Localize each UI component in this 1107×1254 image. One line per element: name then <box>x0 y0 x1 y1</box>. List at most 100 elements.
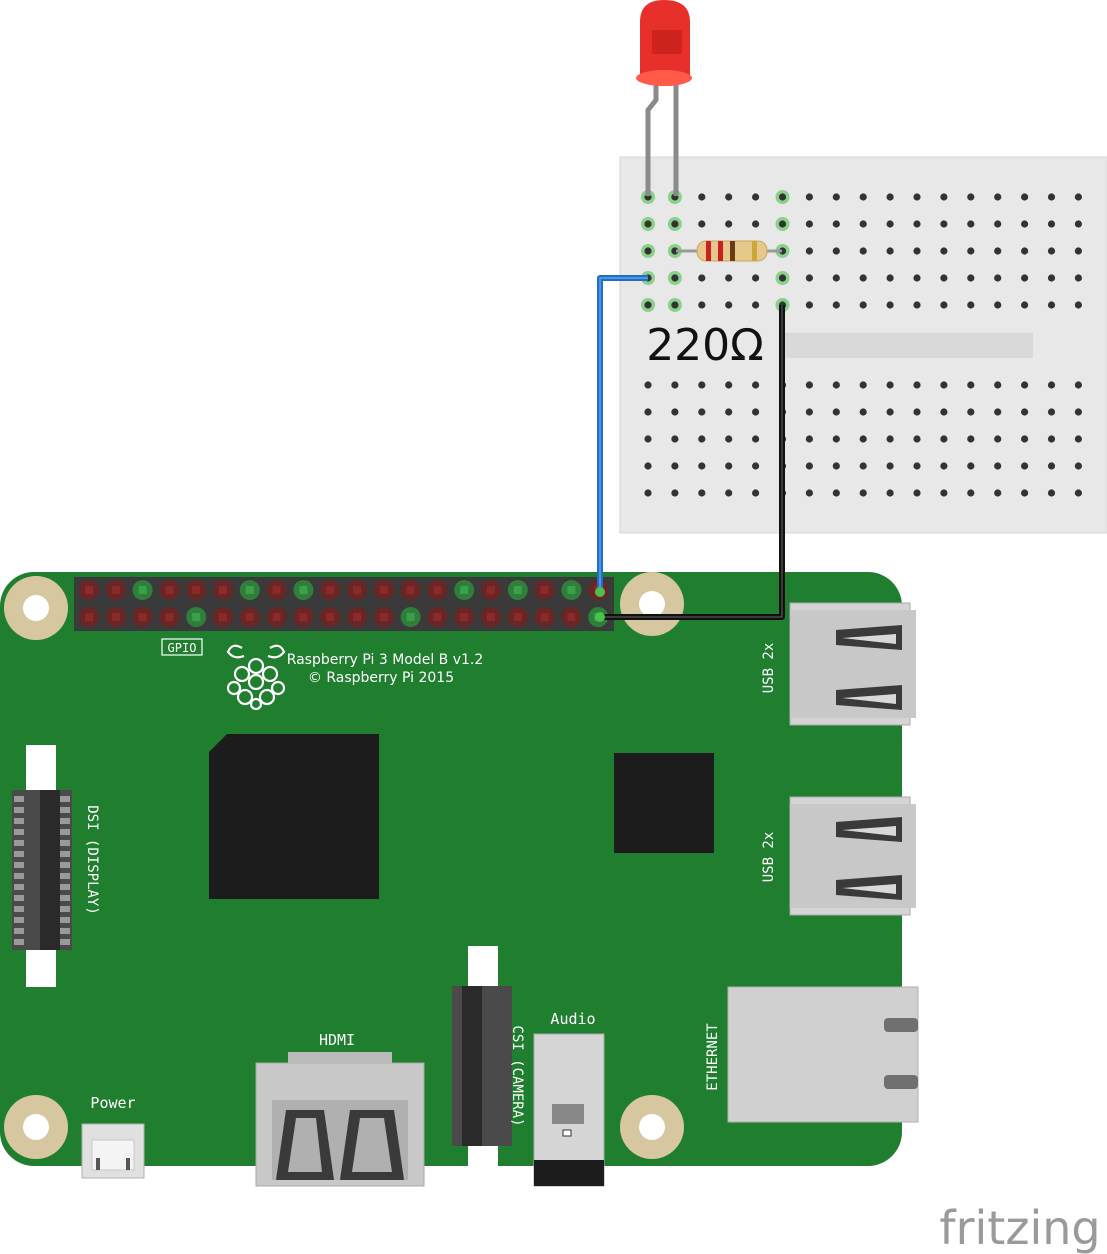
gpio-pin <box>460 613 469 621</box>
usb-controller-chip <box>614 753 714 853</box>
breadboard-hole <box>1047 193 1056 201</box>
gpio-pin <box>165 613 174 621</box>
breadboard-hole <box>644 408 652 416</box>
gpio-pin <box>379 613 388 621</box>
breadboard-hole <box>805 247 814 255</box>
breadboard-hole <box>859 220 867 228</box>
csi-connector <box>452 946 512 1166</box>
breadboard-hole <box>967 435 975 443</box>
gpio-pin <box>353 613 361 621</box>
breadboard-hole <box>1074 381 1082 389</box>
ethernet-port <box>727 986 919 1123</box>
breadboard-hole <box>671 274 679 282</box>
breadboard-hole <box>725 462 733 470</box>
breadboard-hole <box>940 301 948 309</box>
breadboard-hole <box>886 301 894 309</box>
breadboard-hole <box>1047 301 1056 309</box>
breadboard-hole <box>832 274 840 282</box>
breadboard-hole <box>913 489 921 497</box>
gpio-pin <box>487 613 495 621</box>
breadboard-hole <box>832 381 840 389</box>
breadboard-hole <box>1021 220 1029 228</box>
breadboard-hole <box>725 381 733 389</box>
gpio-pin <box>353 586 361 594</box>
breadboard-hole <box>994 274 1002 282</box>
breadboard-hole <box>913 435 921 443</box>
breadboard-hole <box>752 274 760 282</box>
breadboard-hole <box>832 193 840 201</box>
breadboard-hole <box>644 462 652 470</box>
breadboard-hole <box>832 247 840 255</box>
breadboard-hole <box>698 381 706 389</box>
breadboard-hole <box>725 408 733 416</box>
breadboard-hole <box>859 489 867 497</box>
csi-label: CSI (CAMERA) <box>509 1025 525 1126</box>
gpio-pin <box>433 613 442 621</box>
gpio-pin <box>299 586 308 594</box>
breadboard-hole <box>671 220 679 228</box>
breadboard-hole <box>940 408 948 416</box>
breadboard-hole <box>805 381 814 389</box>
breadboard-hole <box>725 274 733 282</box>
gpio-pin <box>245 613 254 621</box>
gpio-pin <box>487 586 495 594</box>
breadboard-hole <box>994 220 1002 228</box>
breadboard-hole <box>671 381 679 389</box>
breadboard-hole <box>1074 247 1082 255</box>
breadboard-hole <box>778 193 787 201</box>
usb-bottom-label: USB 2x <box>761 832 777 883</box>
board-name: Raspberry Pi 3 Model B v1.2 <box>287 652 484 668</box>
breadboard-hole <box>1074 301 1082 309</box>
breadboard-hole <box>967 274 975 282</box>
breadboard-hole <box>940 274 948 282</box>
breadboard-hole <box>967 220 975 228</box>
gpio-label: GPIO <box>168 641 197 655</box>
breadboard-hole <box>671 408 679 416</box>
breadboard-hole <box>940 247 948 255</box>
breadboard-hole <box>671 489 679 497</box>
breadboard-hole <box>886 381 894 389</box>
hdmi-label: HDMI <box>319 1031 355 1049</box>
soc-chip <box>209 734 379 899</box>
gpio-pin <box>219 586 227 594</box>
breadboard-hole <box>1021 301 1029 309</box>
board-copyright: © Raspberry Pi 2015 <box>308 670 454 686</box>
breadboard-hole <box>725 435 733 443</box>
dsi-connector <box>12 745 72 987</box>
breadboard-hole <box>994 435 1002 443</box>
breadboard-hole <box>886 247 894 255</box>
resistor-value-label: 220Ω <box>646 320 764 371</box>
breadboard-hole <box>859 274 867 282</box>
breadboard-hole <box>1074 435 1082 443</box>
wire-ground-black <box>600 305 785 620</box>
led-red <box>636 0 692 196</box>
breadboard-hole <box>1021 193 1029 201</box>
gpio-pin <box>326 586 335 594</box>
wire-signal-blue <box>597 275 648 592</box>
breadboard-hole <box>805 301 814 309</box>
usb-port-top <box>789 602 916 726</box>
gpio-pin <box>513 586 522 594</box>
breadboard-hole <box>1021 462 1029 470</box>
gpio-pin <box>111 586 120 594</box>
breadboard-hole <box>886 408 894 416</box>
gpio-pin <box>245 586 254 594</box>
breadboard-hole <box>752 193 760 201</box>
breadboard-hole <box>994 193 1002 201</box>
breadboard-hole <box>752 408 760 416</box>
mounting-hole-top-left <box>4 576 68 640</box>
breadboard-hole <box>886 489 894 497</box>
breadboard-hole <box>832 462 840 470</box>
gpio-pin <box>85 586 93 594</box>
breadboard-hole <box>967 381 975 389</box>
breadboard-hole <box>644 301 652 309</box>
breadboard-hole <box>913 274 921 282</box>
breadboard-hole <box>805 274 814 282</box>
breadboard-hole <box>725 489 733 497</box>
breadboard-hole <box>886 193 894 201</box>
breadboard-hole <box>671 247 679 255</box>
breadboard-hole <box>1021 247 1029 255</box>
gpio-pin <box>192 613 201 621</box>
breadboard-hole <box>698 220 706 228</box>
